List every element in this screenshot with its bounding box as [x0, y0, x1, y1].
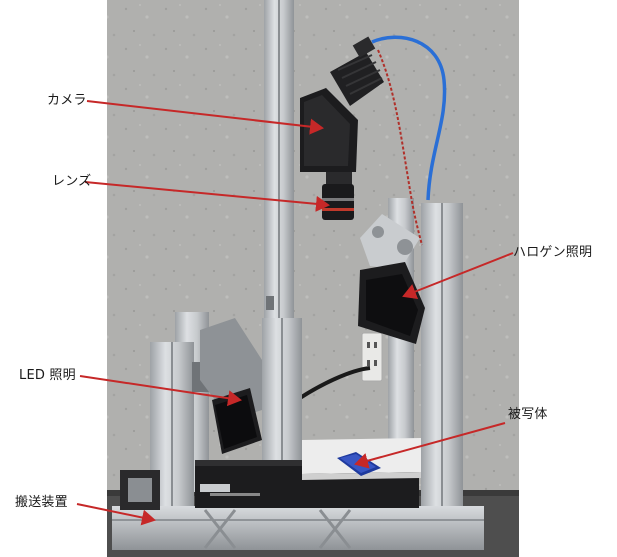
annotation-lines	[76, 100, 514, 526]
label-subject: 被写体	[508, 407, 548, 422]
label-halogen: ハロゲン照明	[513, 245, 593, 260]
label-camera: カメラ	[47, 93, 87, 108]
led-leader	[79, 375, 242, 407]
camera-leader	[86, 100, 324, 135]
blue-cable	[371, 35, 447, 201]
conveyor-leader	[76, 503, 156, 526]
label-conveyor: 搬送装置	[15, 495, 68, 510]
label-led: LED 照明	[19, 368, 76, 383]
lens	[322, 172, 354, 220]
red-cable	[377, 49, 423, 246]
led-light	[200, 318, 262, 454]
subject-leader	[354, 422, 506, 469]
halogen-light	[358, 214, 425, 344]
halogen-leader	[402, 252, 514, 300]
wall-outlet	[361, 332, 383, 382]
base-frame	[112, 506, 484, 550]
label-lens: レンズ	[52, 174, 92, 189]
camera	[300, 36, 384, 172]
lens-leader	[84, 181, 330, 212]
